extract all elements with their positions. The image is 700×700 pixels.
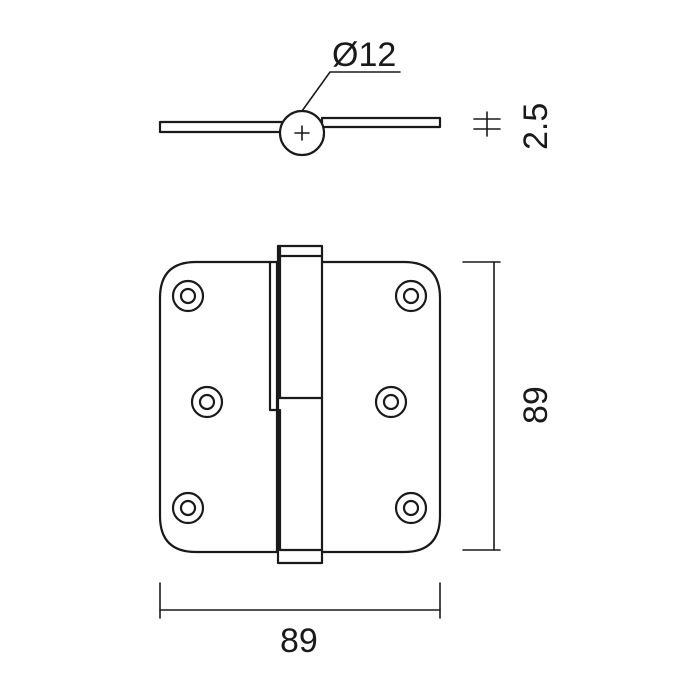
screw-hole-bottom-left (171, 491, 205, 525)
hinge-plate-outline (158, 260, 279, 554)
hinge-plate-outline-right (320, 260, 442, 554)
screw-holes (171, 279, 428, 525)
width-label: 89 (280, 622, 318, 660)
screw-hole-bottom-right (394, 491, 428, 525)
knuckle-upper (268, 244, 324, 412)
top-view-left-leaf (158, 120, 284, 134)
height-label: 89 (517, 386, 555, 424)
screw-hole-top-right (394, 279, 428, 313)
screw-hole-middle-left (190, 385, 224, 419)
top-view: Ø12 2.5 (158, 36, 555, 157)
pin-diameter-label: Ø12 (332, 36, 396, 74)
top-view-right-leaf (320, 116, 442, 129)
screw-hole-middle-right (374, 385, 408, 419)
screw-hole-top-left (171, 279, 205, 313)
diameter-leader-line (301, 71, 401, 112)
knuckle (268, 244, 324, 565)
knuckle-lower-inner (278, 408, 324, 552)
thickness-label: 2.5 (517, 103, 555, 150)
knuckle-lower (276, 396, 324, 565)
front-view: 89 89 (158, 244, 555, 660)
